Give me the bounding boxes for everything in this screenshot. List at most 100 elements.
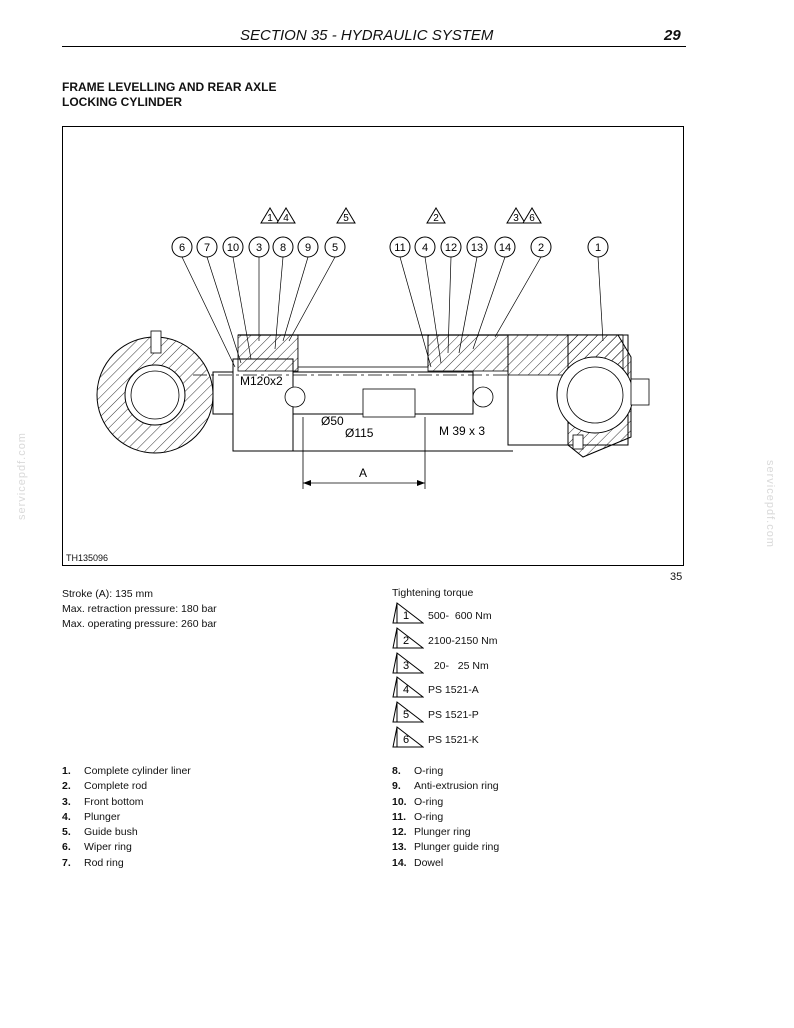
left-callout-label-10: 10 [227, 242, 239, 254]
right-leader-2 [494, 256, 542, 338]
left-triangle-1 [260, 207, 280, 224]
rod-body [193, 334, 623, 452]
section-header: SECTION 35 - HYDRAULIC SYSTEM [240, 27, 494, 44]
torque-triangle-icon: 3 [392, 651, 424, 674]
left-callout-label-6: 6 [179, 242, 185, 254]
legend-number: 5. [62, 826, 71, 839]
legend-label: O-ring [414, 765, 444, 777]
left-triangle-4 [276, 207, 296, 224]
legend-item: 2.Complete rod [62, 779, 191, 794]
legend-number: 1. [62, 765, 71, 777]
legend-label: Plunger ring [414, 826, 471, 839]
left-triangle-label-5: 5 [343, 213, 349, 224]
right-callout-label-13: 13 [471, 242, 483, 254]
legend-number: 11. [392, 810, 407, 823]
left-leader-7 [206, 256, 242, 364]
spec-block: Stroke (A): 135 mm Max. retraction press… [62, 587, 217, 632]
right-callout-label-2: 2 [538, 242, 544, 254]
legend-item: 6.Wiper ring [62, 840, 191, 855]
legend-item: 4. Plunger [62, 810, 191, 825]
legend-item: 7.Rod ring [62, 856, 191, 871]
legend-item: 8.O-ring [392, 764, 499, 779]
left-triangle-label-4: 4 [283, 213, 289, 224]
legend-label: Rod ring [84, 856, 124, 869]
left-callout-label-8: 8 [280, 242, 286, 254]
legend-label: Front bottom [84, 795, 144, 808]
right-triangle-2 [426, 207, 446, 224]
header-rule [62, 46, 686, 47]
right-callout-label-14: 14 [499, 242, 511, 254]
svg-text:5: 5 [403, 709, 409, 721]
right-leader-12 [447, 256, 452, 354]
left-callout-circle-6 [171, 236, 193, 258]
svg-text:3: 3 [403, 660, 409, 672]
torque-title: Tightening torque [392, 587, 474, 599]
legend-item: 12. Plunger ring [392, 825, 499, 840]
right-callout-label-11: 11 [394, 242, 405, 254]
figure-code: TH135096 [66, 553, 109, 563]
legend-label: O-ring [414, 810, 444, 823]
torque-triangle-icon: 2 [392, 626, 424, 649]
figure-number: 35 [670, 571, 683, 583]
legend-number: 12. [392, 826, 407, 839]
torque-triangle-icon: 6 [392, 726, 424, 748]
right-triangle-6 [522, 207, 542, 224]
stroke-label: A [359, 466, 367, 480]
right-triangle-label-2: 2 [433, 213, 439, 224]
right-eye [556, 334, 650, 458]
legend-number: 14. [392, 856, 407, 869]
legend-label: Anti-extrusion ring [414, 780, 499, 793]
dia-bore-label: Ø115 [345, 426, 374, 440]
spec-stroke: Stroke (A): 135 mm [62, 588, 154, 600]
legend-label: Dowel [414, 856, 444, 869]
left-leader-5 [288, 256, 336, 342]
svg-text:4: 4 [403, 684, 409, 696]
legend-item: 9.Anti-extrusion ring [392, 779, 499, 794]
left-triangle-5 [336, 207, 356, 224]
svg-text:6: 6 [403, 734, 409, 746]
right-callout-circle-4 [414, 236, 436, 258]
legend-number: 3. [62, 795, 71, 808]
left-callout-label-9: 9 [305, 242, 311, 254]
legend-item: 11. O-ring [392, 810, 499, 825]
torque-value: 2100-2150 Nm [428, 634, 498, 647]
stroke-dimension [302, 417, 426, 489]
right-leader-1 [597, 256, 604, 342]
torque-triangle-icon: 4 [392, 676, 424, 698]
legend-number: 4. [62, 810, 71, 823]
section-title-line1: FRAME LEVELLING AND REAR AXLE [62, 80, 277, 94]
right-leader-13 [458, 256, 478, 354]
torque-value: PS 1521-A [428, 684, 479, 697]
torque-triangle-icon: 1 [392, 602, 424, 624]
right-leader-4 [424, 256, 442, 364]
left-callout-circle-9 [297, 236, 319, 258]
legend-number: 10. [392, 795, 407, 808]
torque-triangle-icon: 5 [392, 701, 424, 723]
right-callout-label-4: 4 [422, 242, 428, 254]
left-callout-circle-8 [272, 236, 294, 258]
left-leader-8 [274, 256, 284, 350]
left-eye [96, 330, 214, 454]
right-callout-circle-11 [389, 236, 411, 258]
left-triangle-label-1: 1 [267, 213, 273, 224]
legend-label: Plunger [84, 810, 121, 823]
legend-number: 2. [62, 780, 71, 793]
legend-label: Wiper ring [84, 841, 132, 854]
legend-item: 10. O-ring [392, 795, 499, 810]
left-callout-circle-10 [222, 236, 244, 258]
right-callout-circle-14 [494, 236, 516, 258]
legend-label: O-ring [414, 795, 444, 808]
section-title-line2: LOCKING CYLINDER [62, 95, 182, 109]
legend-item: 5.Guide bush [62, 825, 191, 840]
watermark-left: servicepdf.com [16, 432, 28, 520]
right-leader-14 [472, 256, 506, 350]
left-callout-circle-7 [196, 236, 218, 258]
thread-front-label: M120x2 [240, 374, 283, 388]
left-leader-9 [282, 256, 309, 342]
legend-item: 1.Complete cylinder liner [62, 764, 191, 779]
right-triangle-label-6: 6 [529, 213, 535, 224]
